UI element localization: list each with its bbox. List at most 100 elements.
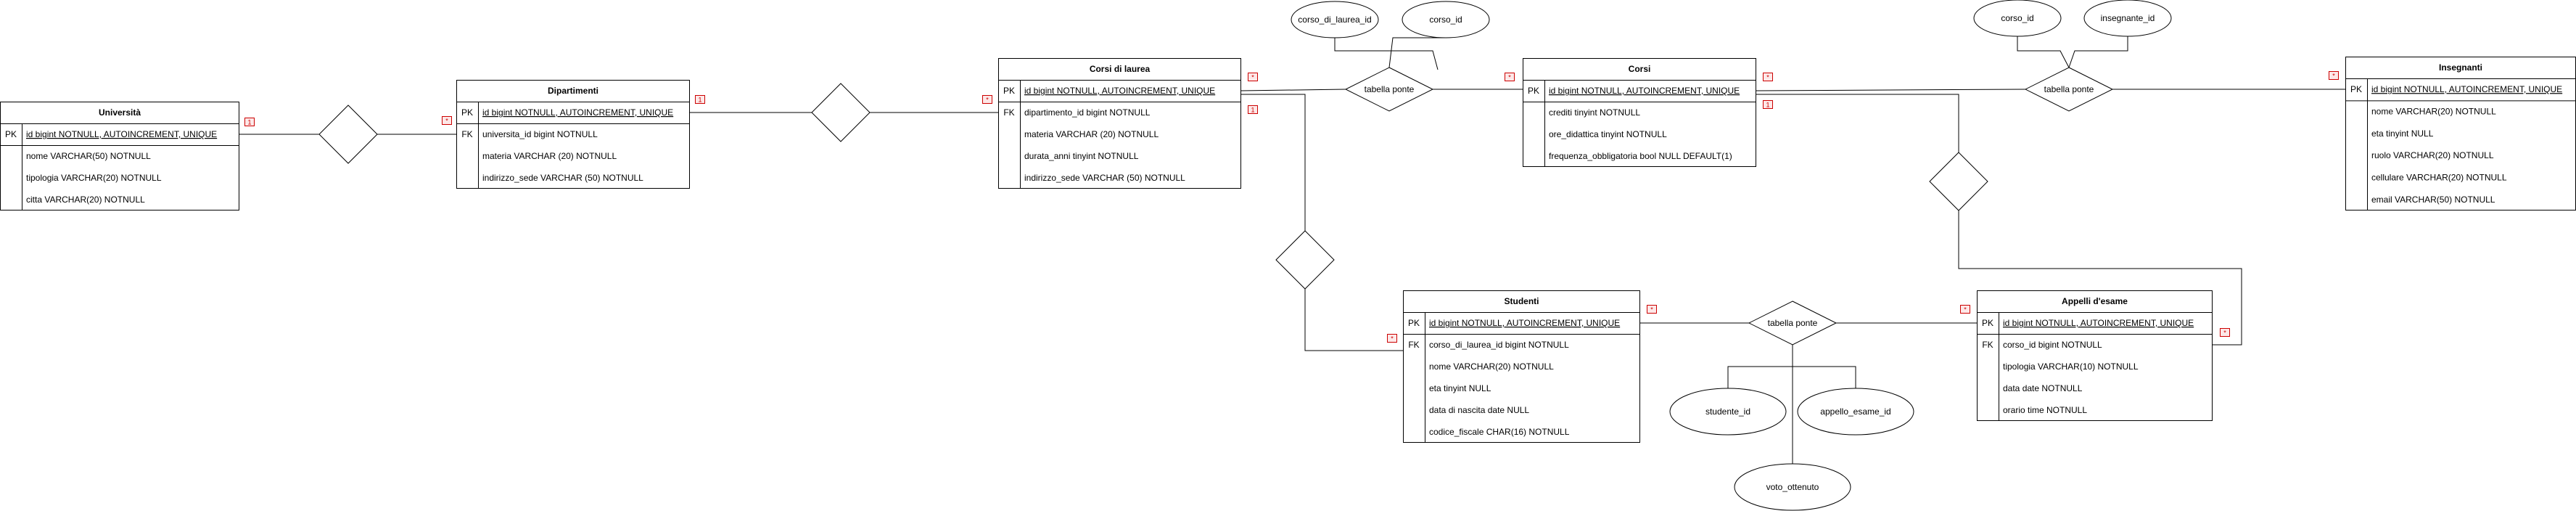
entity-box [456, 80, 690, 189]
entity-title: Appelli d'esame [2062, 296, 2128, 306]
rel-dipartimenti-corsi-laurea[interactable] [811, 83, 871, 142]
relationship-label: tabella ponte [1365, 84, 1415, 94]
tabella-ponte-corsi-insegnanti[interactable]: tabella ponte [2024, 67, 2114, 112]
relationship-label: tabella ponte [1768, 318, 1818, 328]
connector-line [1727, 366, 1793, 388]
cardinality-label: * [1650, 306, 1653, 314]
attribute-label: corso_di_laurea_id [1298, 15, 1371, 25]
entity-field: eta tinyint NULL [2371, 128, 2434, 139]
cardinality-marker: * [442, 116, 452, 125]
tabella-ponte-studenti-appelli[interactable]: tabella ponte [1748, 301, 1838, 346]
entity-field: materia VARCHAR (20) NOTNULL [1024, 129, 1159, 139]
primary-key-marker: PK [2350, 84, 2362, 94]
cardinality-marker: * [1647, 305, 1657, 314]
attr-corso-id-2[interactable]: corso_id [1973, 0, 2062, 37]
attribute-ellipse [1973, 0, 2062, 37]
cardinality-label: * [1391, 335, 1394, 343]
attribute-ellipse [1734, 463, 1851, 511]
cardinality-label: * [2223, 330, 2226, 337]
entity-box [0, 102, 239, 210]
connector-line [2068, 36, 2128, 68]
attr-corso-di-laurea-id[interactable]: corso_di_laurea_id [1291, 1, 1379, 38]
cardinality-label: * [1766, 74, 1769, 81]
primary-key-marker: PK [1528, 86, 1539, 96]
cardinality-marker: 1 [1248, 105, 1258, 114]
connector-line [2017, 36, 2070, 68]
cardinality-box [1960, 305, 1970, 314]
cardinality-label: * [1964, 306, 1967, 314]
cardinality-box [1248, 105, 1258, 114]
cardinality-marker: * [1248, 73, 1258, 81]
entity-field: data di nascita date NULL [1429, 405, 1529, 415]
entity-field: orario time NOTNULL [2003, 405, 2087, 415]
entity-box [1403, 290, 1640, 443]
entity-field: tipologia VARCHAR(10) NOTNULL [2003, 361, 2139, 372]
attr-corso-id-1[interactable]: corso_id [1402, 1, 1490, 38]
foreign-key-marker: FK [461, 129, 472, 139]
entity-field: frequenza_obbligatoria bool NULL DEFAULT… [1549, 151, 1732, 161]
cardinality-label: * [986, 97, 989, 104]
entity-field: tipologia VARCHAR(20) NOTNULL [26, 173, 162, 183]
primary-key-marker: PK [1982, 318, 1993, 328]
foreign-key-marker: FK [1003, 107, 1014, 118]
cardinality-marker: * [1960, 305, 1970, 314]
cardinality-label: 1 [247, 119, 251, 126]
attr-studente-id[interactable]: studente_id [1669, 388, 1787, 436]
entity-box [1523, 58, 1756, 167]
primary-key-marker: PK [5, 129, 17, 139]
entity-title: Dipartimenti [548, 86, 598, 96]
attr-voto-ottenuto[interactable]: voto_ottenuto [1734, 463, 1851, 511]
cardinality-box [244, 118, 255, 126]
rel-corsi-appelli[interactable] [1929, 152, 1988, 211]
attribute-label: appello_esame_id [1820, 406, 1890, 417]
relationship-label: tabella ponte [2044, 84, 2094, 94]
entity-field: indirizzo_sede VARCHAR (50) NOTNULL [1024, 173, 1185, 183]
entity-field: nome VARCHAR(20) NOTNULL [2371, 107, 2496, 117]
connector-line [1793, 366, 1856, 388]
cardinality-marker: 1 [244, 118, 255, 126]
primary-key-field: id bigint NOTNULL, AUTOINCREMENT, UNIQUE [2003, 318, 2194, 328]
attr-appello-esame-id[interactable]: appello_esame_id [1797, 388, 1914, 436]
rel-corsi-laurea-studenti[interactable] [1275, 230, 1335, 290]
attribute-ellipse [1402, 1, 1490, 38]
relationship-diamond [1275, 230, 1335, 290]
cardinality-marker: * [1387, 334, 1397, 343]
entity-title: Corsi [1629, 64, 1651, 74]
entity-field: dipartimento_id bigint NOTNULL [1024, 107, 1151, 118]
relationship-diamond [2024, 67, 2114, 112]
entity-field: durata_anni tinyint NOTNULL [1024, 151, 1139, 161]
primary-key-field: id bigint NOTNULL, AUTOINCREMENT, UNIQUE [2371, 84, 2562, 94]
cardinality-box [1505, 73, 1515, 81]
cardinality-label: * [1508, 74, 1511, 81]
entity-field: ore_didattica tinyint NOTNULL [1549, 129, 1667, 139]
entity-title: Insegnanti [2439, 62, 2482, 73]
cardinality-box [2329, 71, 2339, 80]
tabella-ponte-corsi-laurea-corsi[interactable]: tabella ponte [1344, 67, 1434, 112]
connectors [239, 36, 2345, 464]
attribute-label: studente_id [1705, 406, 1750, 417]
cardinality-label: * [1251, 74, 1254, 81]
cardinality-box [1248, 73, 1258, 81]
attr-insegnante-id[interactable]: insegnante_id [2083, 0, 2172, 37]
entity-field: corso_id bigint NOTNULL [2003, 340, 2102, 350]
cardinality-marker: * [2220, 328, 2230, 337]
rel-universita-dipartimenti[interactable] [318, 105, 378, 164]
cardinality-marker: * [982, 95, 992, 104]
entity-field: indirizzo_sede VARCHAR (50) NOTNULL [482, 173, 643, 183]
primary-key-field: id bigint NOTNULL, AUTOINCREMENT, UNIQUE [26, 129, 217, 139]
cardinality-label: * [445, 118, 448, 125]
entity-title: Corsi di laurea [1090, 64, 1151, 74]
attribute-label: voto_ottenuto [1766, 482, 1819, 492]
primary-key-marker: PK [1003, 86, 1015, 96]
cardinality-box [442, 116, 452, 125]
entity-field: codice_fiscale CHAR(16) NOTNULL [1429, 427, 1570, 437]
